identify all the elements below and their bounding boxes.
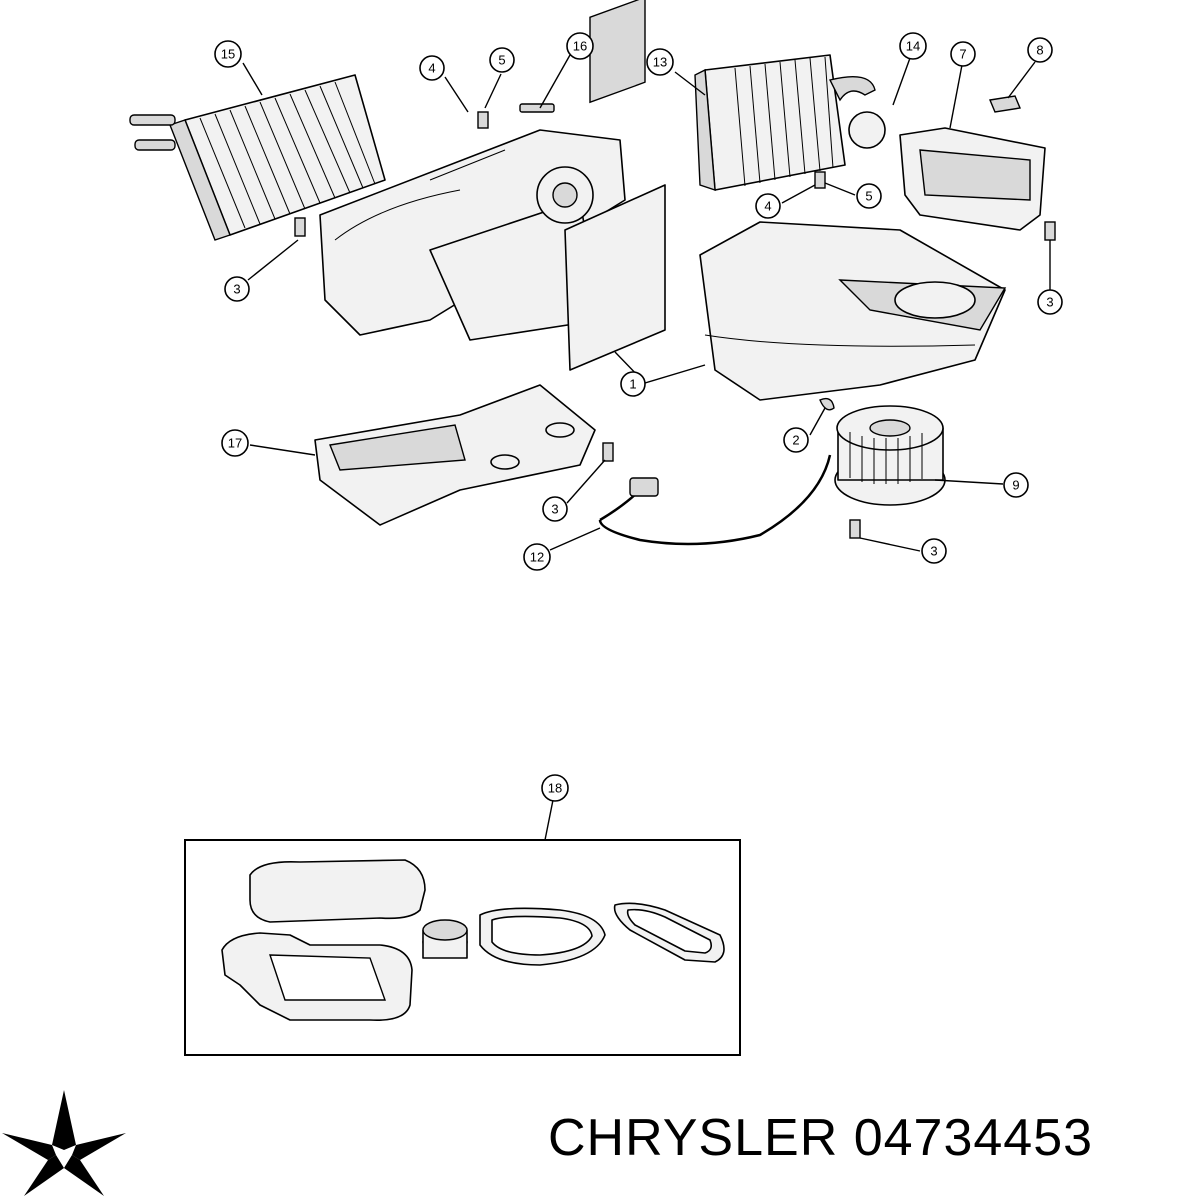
retainer-clip [989, 95, 1021, 113]
seal-kit [184, 839, 741, 1056]
svg-text:12: 12 [530, 550, 544, 565]
fasteners [294, 103, 1056, 539]
brand-part-number: CHRYSLER 04734453 [548, 1108, 1093, 1168]
svg-text:14: 14 [906, 39, 920, 54]
brand-name: CHRYSLER [548, 1109, 839, 1167]
svg-text:17: 17 [228, 436, 242, 451]
floor-distribution-duct [314, 384, 596, 526]
callout-2: 2 [783, 427, 809, 453]
svg-text:2: 2 [792, 433, 799, 448]
callout-4: 4 [755, 193, 781, 219]
callout-3: 3 [1037, 289, 1063, 315]
callout-17: 17 [221, 429, 249, 457]
svg-text:3: 3 [233, 282, 240, 297]
callout-5: 5 [489, 47, 515, 73]
callout-16: 16 [566, 32, 594, 60]
callout-8: 8 [1027, 37, 1053, 63]
leader-lines [242, 54, 1051, 841]
callout-labels: 15 4 5 16 13 14 7 8 3 5 4 3 1 17 2 9 3 1… [214, 32, 1063, 802]
pentastar-logo-icon [0, 1088, 128, 1200]
blower-motor-wheel [834, 405, 946, 506]
callout-14: 14 [899, 32, 927, 60]
recirculation-housing [899, 127, 1046, 231]
evaporator-core [694, 54, 886, 191]
svg-text:4: 4 [428, 61, 435, 76]
callout-3: 3 [224, 276, 250, 302]
callout-18: 18 [541, 774, 569, 802]
callout-3: 3 [921, 538, 947, 564]
svg-text:15: 15 [221, 47, 235, 62]
heater-housing-left [319, 0, 666, 371]
callout-4: 4 [419, 55, 445, 81]
svg-text:3: 3 [551, 502, 558, 517]
heater-core [129, 74, 386, 241]
svg-text:1: 1 [629, 377, 636, 392]
svg-text:5: 5 [498, 53, 505, 68]
svg-text:5: 5 [865, 189, 872, 204]
callout-5: 5 [856, 183, 882, 209]
svg-text:16: 16 [573, 39, 587, 54]
svg-text:3: 3 [930, 544, 937, 559]
callout-3: 3 [542, 496, 568, 522]
svg-text:9: 9 [1012, 478, 1019, 493]
svg-text:4: 4 [764, 199, 771, 214]
svg-text:13: 13 [653, 55, 667, 70]
part-number: 04734453 [853, 1109, 1094, 1167]
svg-text:7: 7 [959, 47, 966, 62]
blower-housing-right [699, 221, 1007, 401]
callout-9: 9 [1003, 472, 1029, 498]
callout-13: 13 [646, 48, 674, 76]
svg-text:3: 3 [1046, 295, 1053, 310]
svg-text:18: 18 [548, 781, 562, 796]
callout-7: 7 [950, 41, 976, 67]
callout-1: 1 [620, 371, 646, 397]
callout-12: 12 [523, 543, 551, 571]
callout-15: 15 [214, 40, 242, 68]
wiring-harness [598, 454, 832, 546]
svg-text:8: 8 [1036, 43, 1043, 58]
